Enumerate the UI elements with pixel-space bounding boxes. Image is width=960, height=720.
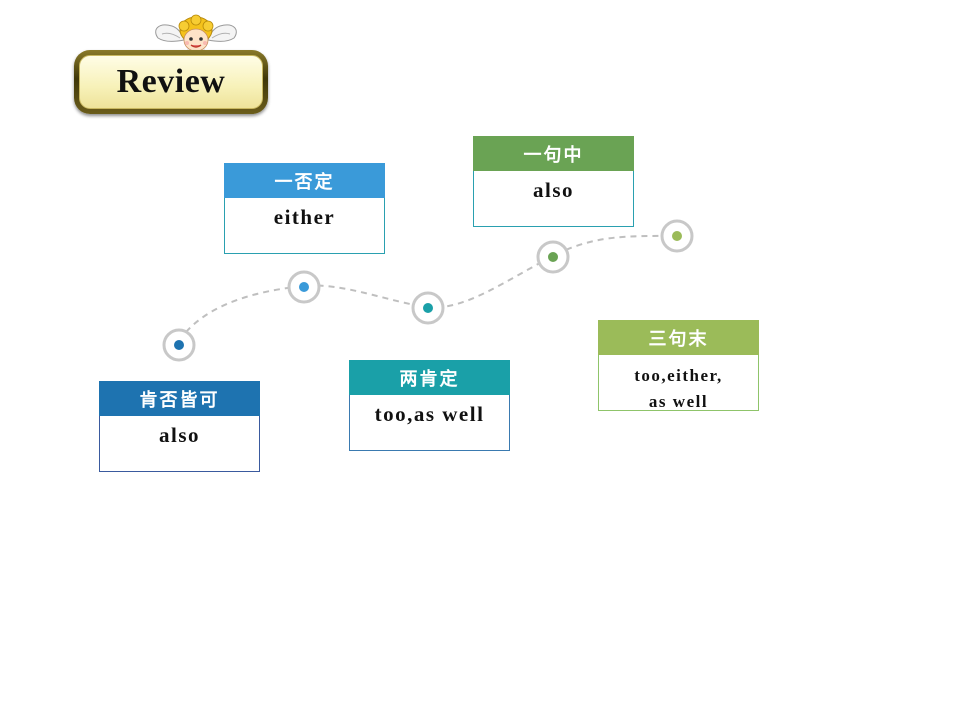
card-body: too,either, as well xyxy=(598,355,759,411)
review-badge: Review xyxy=(74,50,268,114)
card-body-line: also xyxy=(158,423,200,447)
card-body: either xyxy=(224,198,385,254)
card-body: too,as well xyxy=(349,395,510,451)
timeline-node-2 xyxy=(287,270,321,304)
card-header: 一否定 xyxy=(224,163,385,198)
card-liangkending: 两肯定 too,as well xyxy=(349,360,510,451)
review-title: Review xyxy=(116,63,226,100)
card-header: 肯否皆可 xyxy=(99,381,260,416)
timeline-node-1 xyxy=(162,328,196,362)
timeline-node-4 xyxy=(536,240,570,274)
timeline-node-3 xyxy=(411,291,445,325)
card-kenfoujieke: 肯否皆可 also xyxy=(99,381,260,472)
card-body-line: as well xyxy=(648,392,709,411)
card-sanjumo: 三句末 too,either, as well xyxy=(598,320,759,411)
card-yijuzhong: 一句中 also xyxy=(473,136,634,227)
card-body-line: too,either, xyxy=(634,366,723,385)
card-body-line: also xyxy=(532,178,574,202)
card-body: also xyxy=(99,416,260,472)
card-body-line: too,as well xyxy=(374,402,485,426)
card-body: also xyxy=(473,171,634,227)
card-header: 一句中 xyxy=(473,136,634,171)
review-badge-inner: Review xyxy=(79,55,263,109)
card-header: 三句末 xyxy=(598,320,759,355)
angel-mascot-icon xyxy=(155,14,237,58)
card-body-line: either xyxy=(273,205,336,229)
card-yifouding: 一否定 either xyxy=(224,163,385,254)
timeline-node-5 xyxy=(660,219,694,253)
card-header: 两肯定 xyxy=(349,360,510,395)
